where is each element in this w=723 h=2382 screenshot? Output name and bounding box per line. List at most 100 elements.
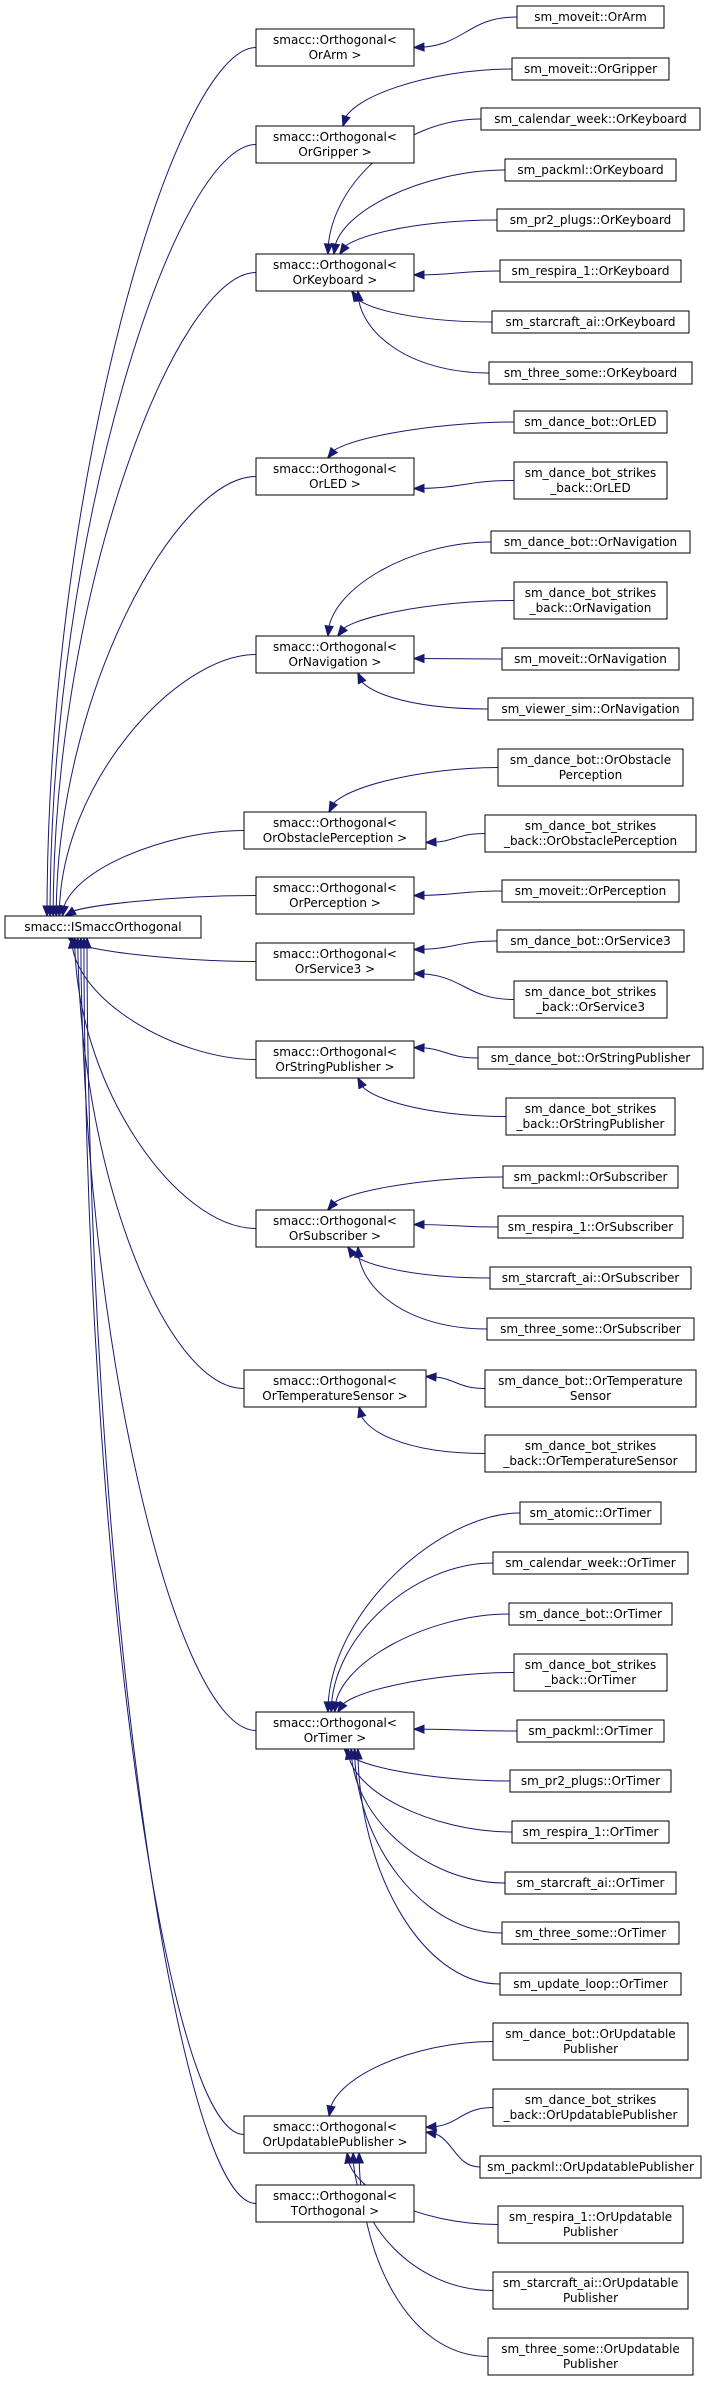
class-node-threesome-orupd[interactable]: sm_three_some::OrUpdatablePublisher	[487, 2337, 694, 2376]
arrowhead-icon	[357, 1076, 367, 1090]
class-label: smacc::Orthogonal<	[273, 258, 397, 272]
class-label: sm_moveit::OrPerception	[515, 884, 666, 898]
arrowhead-icon	[357, 1405, 367, 1419]
class-box	[513, 410, 668, 434]
class-node-orperception[interactable]: smacc::Orthogonal<OrPerception >	[255, 876, 415, 915]
class-node-dance-ortemp[interactable]: sm_dance_bot::OrTemperatureSensor	[484, 1369, 697, 1408]
arrowhead-icon	[347, 1245, 358, 1259]
class-node-orarm[interactable]: smacc::Orthogonal<OrArm >	[255, 28, 415, 67]
class-node-ortimer[interactable]: smacc::Orthogonal<OrTimer >	[255, 1711, 415, 1750]
class-node-pr2-ortimer[interactable]: sm_pr2_plugs::OrTimer	[509, 1769, 672, 1793]
class-node-starcraft-orsub[interactable]: sm_starcraft_ai::OrSubscriber	[489, 1266, 692, 1290]
inheritance-edge	[413, 658, 503, 660]
class-node-pr2-orkeyboard[interactable]: sm_pr2_plugs::OrKeyboard	[496, 208, 685, 232]
class-label: smacc::Orthogonal<	[273, 1716, 397, 1730]
class-node-atomic-ortimer[interactable]: sm_atomic::OrTimer	[519, 1501, 662, 1525]
class-node-moveit-orperc[interactable]: sm_moveit::OrPerception	[501, 879, 680, 903]
arrowhead-icon	[412, 42, 425, 52]
class-box	[255, 635, 415, 674]
class-node-threesome-orkeyboard[interactable]: sm_three_some::OrKeyboard	[488, 361, 693, 385]
class-node-dsb-ornav[interactable]: sm_dance_bot_strikes_back::OrNavigation	[513, 581, 668, 620]
class-label: Perception	[559, 768, 622, 782]
class-label: _back::OrTimer	[544, 1673, 636, 1687]
class-node-viewer-ornav[interactable]: sm_viewer_sim::OrNavigation	[487, 697, 694, 721]
class-label: sm_pr2_plugs::OrTimer	[521, 1774, 660, 1788]
class-node-dance-ornav[interactable]: sm_dance_bot::OrNavigation	[490, 530, 691, 554]
class-node-orled[interactable]: smacc::Orthogonal<OrLED >	[255, 457, 415, 496]
class-label: sm_packml::OrTimer	[528, 1724, 652, 1738]
class-box	[501, 1921, 680, 1945]
class-node-respira-ortimer[interactable]: sm_respira_1::OrTimer	[511, 1820, 670, 1844]
class-label: sm_packml::OrSubscriber	[514, 1170, 668, 1184]
arrowhead-icon	[328, 800, 339, 814]
class-node-dsb-orstr[interactable]: sm_dance_bot_strikes_back::OrStringPubli…	[505, 1097, 676, 1136]
class-node-orsubscriber[interactable]: smacc::Orthogonal<OrSubscriber >	[255, 1209, 415, 1248]
arrowhead-icon	[354, 2151, 365, 2164]
inheritance-edge	[327, 1176, 504, 1211]
class-node-dsb-orobst[interactable]: sm_dance_bot_strikes_back::OrObstaclePer…	[484, 814, 697, 853]
class-node-threesome-orsub[interactable]: sm_three_some::OrSubscriber	[486, 1317, 695, 1341]
class-node-packml-orkeyboard[interactable]: sm_packml::OrKeyboard	[504, 158, 677, 182]
class-node-dsb-ortemp[interactable]: sm_dance_bot_strikes_back::OrTemperature…	[484, 1434, 697, 1473]
class-node-starcraft-ortimer[interactable]: sm_starcraft_ai::OrTimer	[504, 1871, 677, 1895]
class-node-dance-orstr[interactable]: sm_dance_bot::OrStringPublisher	[477, 1046, 704, 1070]
inheritance-edge	[80, 937, 257, 1731]
inheritance-edge	[328, 767, 499, 813]
inheritance-edge	[344, 1748, 511, 1782]
class-node-dsb-orled[interactable]: sm_dance_bot_strikes_back::OrLED	[513, 461, 668, 500]
class-label: Sensor	[570, 1389, 611, 1403]
class-node-orupdpub[interactable]: smacc::Orthogonal<OrUpdatablePublisher >	[243, 2115, 427, 2154]
inheritance-edge	[61, 830, 245, 917]
arrowhead-icon	[424, 2121, 437, 2132]
class-node-moveit-orgripper[interactable]: sm_moveit::OrGripper	[511, 57, 670, 81]
class-node-packml-ortimer[interactable]: sm_packml::OrTimer	[516, 1719, 665, 1743]
inheritance-edge	[413, 480, 515, 489]
class-label: smacc::Orthogonal<	[273, 2120, 397, 2134]
inheritance-edge	[334, 1613, 510, 1713]
class-node-orkeyboard[interactable]: smacc::Orthogonal<OrKeyboard >	[255, 253, 415, 292]
class-node-updloop-ortimer[interactable]: sm_update_loop::OrTimer	[499, 1972, 682, 1996]
class-node-torthogonal[interactable]: smacc::Orthogonal<TOrthogonal >	[255, 2184, 415, 2223]
class-node-dance-orupd[interactable]: sm_dance_bot::OrUpdatablePublisher	[492, 2022, 689, 2061]
class-box	[255, 942, 415, 981]
class-box	[491, 310, 690, 334]
class-node-calweek-ortimer[interactable]: sm_calendar_week::OrTimer	[492, 1551, 689, 1575]
class-node-ortempsensor[interactable]: smacc::Orthogonal<OrTemperatureSensor >	[243, 1369, 427, 1408]
class-node-dance-ortimer[interactable]: sm_dance_bot::OrTimer	[508, 1602, 673, 1626]
class-label: sm_packml::OrKeyboard	[517, 163, 663, 177]
class-node-respira-orupd[interactable]: sm_respira_1::OrUpdatablePublisher	[497, 2205, 684, 2244]
inheritance-edge	[58, 654, 257, 917]
class-box	[504, 1871, 677, 1895]
class-node-ornavigation[interactable]: smacc::Orthogonal<OrNavigation >	[255, 635, 415, 674]
class-node-dsb-ortimer[interactable]: sm_dance_bot_strikes_back::OrTimer	[513, 1653, 668, 1692]
class-node-threesome-ortimer[interactable]: sm_three_some::OrTimer	[501, 1921, 680, 1945]
class-node-dsb-orupd[interactable]: sm_dance_bot_strikes_back::OrUpdatablePu…	[492, 2088, 689, 2127]
class-node-dance-orobst[interactable]: sm_dance_bot::OrObstaclePerception	[497, 748, 684, 787]
class-label: OrSubscriber >	[289, 1229, 381, 1243]
class-label: sm_dance_bot::OrTimer	[519, 1607, 662, 1621]
class-label: sm_pr2_plugs::OrKeyboard	[510, 213, 671, 227]
arrowhead-icon	[341, 114, 351, 128]
class-label: Publisher	[563, 2291, 618, 2305]
class-node-orobstacle[interactable]: smacc::Orthogonal<OrObstaclePerception >	[243, 811, 427, 850]
arrowhead-icon	[412, 890, 425, 901]
class-node-dance-orled[interactable]: sm_dance_bot::OrLED	[513, 410, 668, 434]
arrowhead-icon	[339, 242, 350, 256]
class-node-starcraft-orkeyboard[interactable]: sm_starcraft_ai::OrKeyboard	[491, 310, 690, 334]
class-box	[496, 929, 685, 953]
class-node-respira-orsub[interactable]: sm_respira_1::OrSubscriber	[497, 1215, 684, 1239]
class-node-respira-orkeyboard[interactable]: sm_respira_1::OrKeyboard	[499, 259, 682, 283]
class-node-starcraft-orupd[interactable]: sm_starcraft_ai::OrUpdatablePublisher	[492, 2271, 689, 2310]
class-node-dance-orserv[interactable]: sm_dance_bot::OrService3	[496, 929, 685, 953]
class-node-calweek-orkeyboard[interactable]: sm_calendar_week::OrKeyboard	[480, 107, 701, 131]
class-node-orstringpub[interactable]: smacc::Orthogonal<OrStringPublisher >	[255, 1040, 415, 1079]
class-node-moveit-orarm[interactable]: sm_moveit::OrArm	[516, 5, 665, 29]
class-node-packml-orsub[interactable]: sm_packml::OrSubscriber	[502, 1165, 679, 1189]
class-node-root[interactable]: smacc::ISmaccOrthogonal	[4, 915, 202, 939]
class-node-orgripper[interactable]: smacc::Orthogonal<OrGripper >	[255, 125, 415, 164]
class-label: sm_respira_1::OrUpdatable	[509, 2210, 672, 2224]
class-node-orservice3[interactable]: smacc::Orthogonal<OrService3 >	[255, 942, 415, 981]
class-node-dsb-orserv[interactable]: sm_dance_bot_strikes_back::OrService3	[513, 980, 668, 1019]
class-node-packml-orupd[interactable]: sm_packml::OrUpdatablePublisher	[479, 2155, 702, 2179]
class-node-moveit-ornav[interactable]: sm_moveit::OrNavigation	[501, 647, 680, 671]
